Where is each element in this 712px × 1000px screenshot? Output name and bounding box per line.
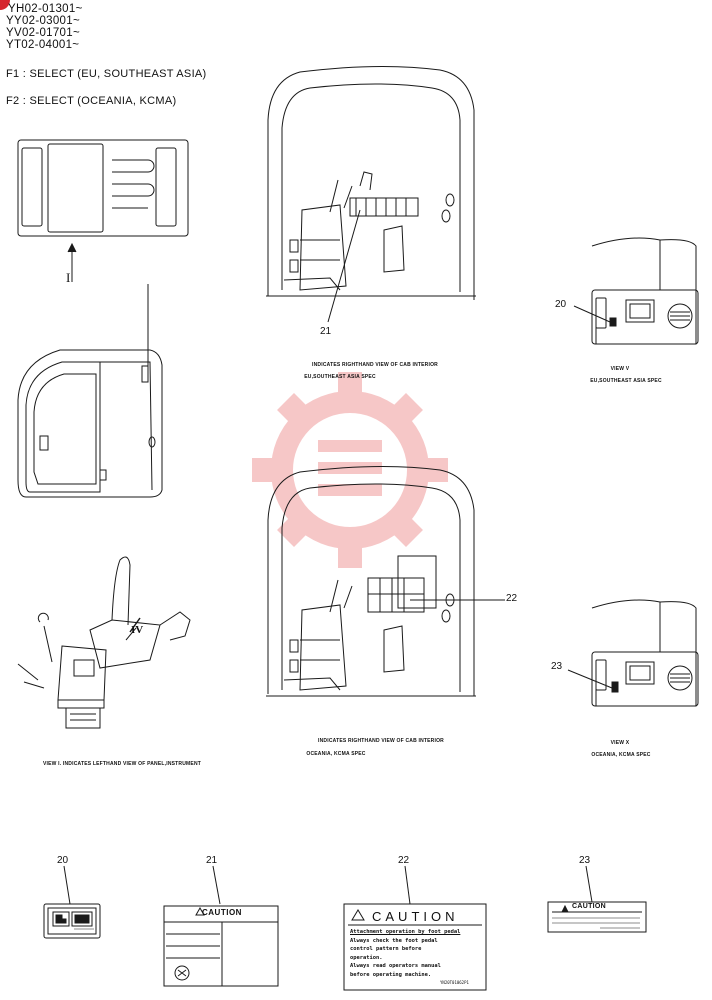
- corner-badge-icon: [0, 0, 10, 10]
- callout-22: 22: [506, 593, 518, 604]
- seat-console-drawing: [17, 556, 191, 729]
- caption: OCEANIA, KCMA SPEC: [591, 752, 651, 758]
- view-v-drawing: [591, 237, 699, 345]
- part-23-label: [547, 901, 647, 933]
- footnote-f1: F1 : SELECT (EU, SOUTHEAST ASIA): [6, 68, 207, 80]
- caption: INDICATES RIGHTHAND VIEW OF CAB INTERIOR: [318, 738, 444, 744]
- footnote-f2: F2 : SELECT (OCEANIA, KCMA): [6, 95, 177, 107]
- part-22-label: [343, 903, 487, 991]
- label-22-body: Attachment operation by foot pedal Alway…: [350, 929, 461, 978]
- part-number: 23: [579, 855, 591, 866]
- caption: OCEANIA, KCMA SPEC: [306, 751, 366, 757]
- cab-exterior-drawing: [17, 349, 163, 498]
- label-23-title: CAUTION: [572, 903, 606, 910]
- panel-view-i-drawing: [17, 139, 189, 237]
- caption: EU,SOUTHEAST ASIA SPEC: [590, 378, 662, 384]
- caption: INDICATES RIGHTHAND VIEW OF CAB INTERIOR: [312, 362, 438, 368]
- label-22-title: CAUTION: [372, 909, 459, 924]
- part-21-label: [163, 905, 279, 987]
- cab-interior-bottom-drawing: [266, 465, 476, 697]
- part-20-label: [43, 903, 101, 939]
- callout-20: 20: [555, 299, 567, 310]
- view-iv-marker: IV: [131, 624, 144, 636]
- part-number: 22: [398, 855, 410, 866]
- view-i-marker: I: [66, 270, 71, 285]
- callout-21: 21: [320, 326, 332, 337]
- view-x-drawing: [591, 599, 699, 707]
- cab-interior-top-drawing: [266, 65, 476, 300]
- serial-number: YT02-04001~: [6, 39, 80, 51]
- part-number: 21: [206, 855, 218, 866]
- label-22-code: YN20T01062P1: [440, 980, 469, 985]
- serial-number: YH02-01301~: [8, 3, 83, 15]
- caption: VIEW V: [610, 366, 630, 372]
- caption: VIEW I. INDICATES LEFTHAND VIEW OF PANEL…: [42, 761, 202, 767]
- callout-23: 23: [551, 661, 563, 672]
- serial-number: YY02-03001~: [6, 15, 80, 27]
- label-21-title: CAUTION: [202, 908, 242, 917]
- caption: EU,SOUTHEAST ASIA SPEC: [304, 374, 376, 380]
- serial-number: YV02-01701~: [6, 27, 80, 39]
- caption: VIEW X: [610, 740, 630, 746]
- part-number: 20: [57, 855, 69, 866]
